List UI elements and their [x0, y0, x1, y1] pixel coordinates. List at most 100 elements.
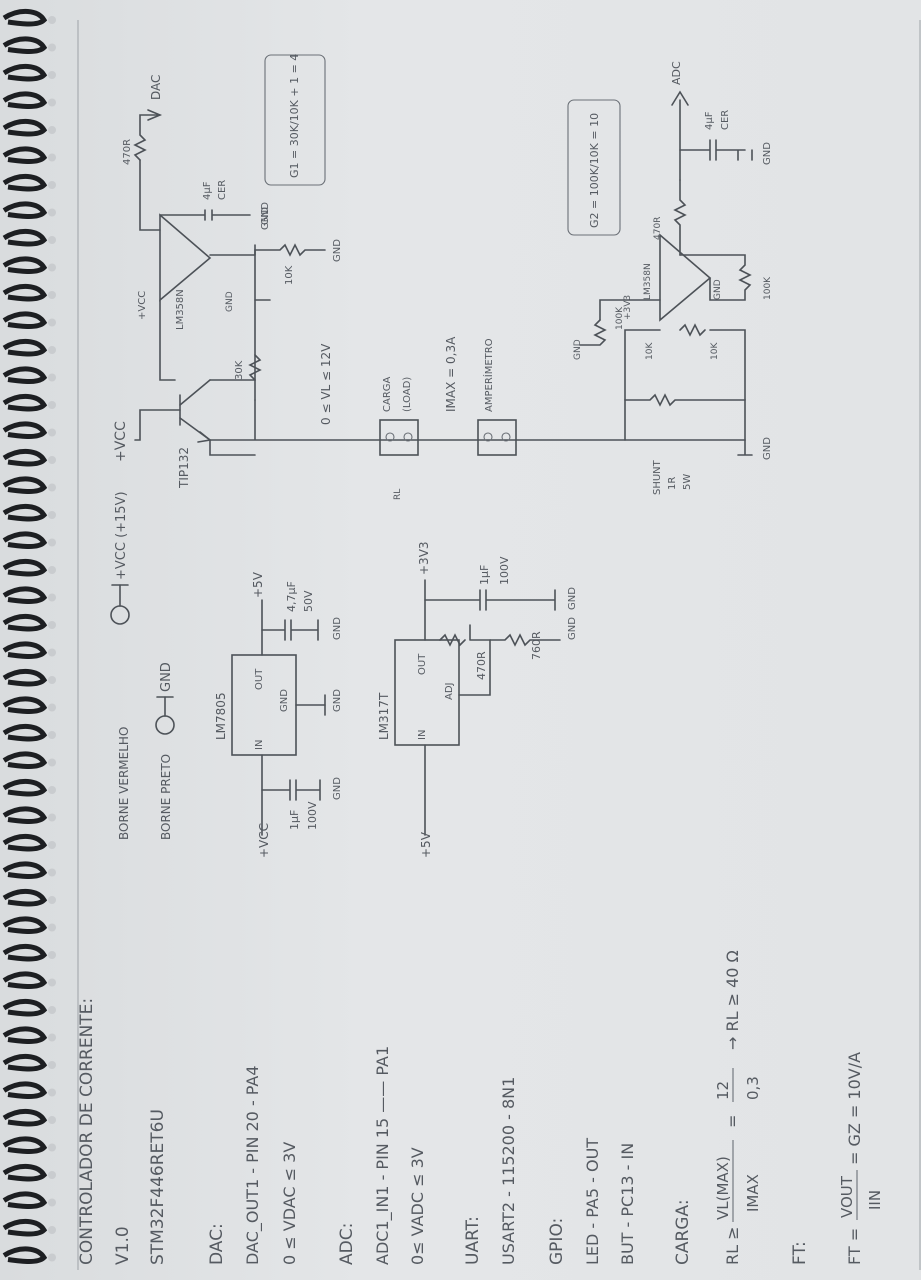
ft-lhs: FT = [845, 1228, 864, 1265]
paper-grid [77, 20, 921, 1270]
carga-numerator-2: 12 [714, 1081, 732, 1100]
punch-hole [48, 676, 56, 684]
spiral-ring [2, 174, 48, 192]
rl-label: RL [393, 489, 403, 500]
shunt-gnd: GND [762, 437, 773, 460]
lm317t-vout: +3V3 [417, 541, 431, 575]
ammeter-label: AMPERÍMETRO [482, 338, 495, 412]
spiral-ring [2, 641, 48, 659]
r-10k-a-label: 10K [645, 342, 655, 360]
adc-net: ADC [670, 61, 683, 85]
lm317t-in: IN [417, 730, 428, 740]
ft-heading: FT: [790, 1241, 810, 1265]
r-adc-label: 470R [653, 217, 663, 240]
spiral-ring [2, 1191, 48, 1209]
punch-hole [48, 841, 56, 849]
notes-title: CONTROLADOR DE CORRENTE: [77, 998, 97, 1265]
punch-hole [48, 1006, 56, 1014]
r-10k-label: 10K [284, 265, 295, 285]
borne-red-label: BORNE VERMELHO [117, 727, 131, 840]
punch-hole [48, 538, 56, 547]
r-dac-label: 470R [122, 139, 133, 165]
gnd-label-top: GND [260, 207, 271, 230]
gain-box-2 [567, 99, 621, 236]
spiral-ring [2, 834, 48, 852]
power-section: BORNE VERMELHO +VCC (+15V) BORNE PRETO G… [110, 491, 578, 858]
tip132-label: TIP132 [177, 447, 191, 489]
punch-hole [48, 1198, 56, 1207]
c-dac-value: 4µF [202, 181, 213, 200]
c-in-value: 1µF [288, 810, 301, 830]
spiral-ring [2, 119, 48, 137]
opamp-1-label: LM358N [175, 289, 186, 330]
spiral-ring [2, 669, 48, 687]
spiral-ring [2, 889, 48, 907]
carga-formula: RL ≥ VL(MAX) IMAX = 12 0,3 → RL ≥ 40 Ω [714, 950, 762, 1265]
punch-hole [48, 621, 56, 629]
r-100k-b-label: 100K [763, 276, 773, 300]
carga-lhs: RL ≥ [723, 1226, 742, 1265]
spiral-ring [2, 1219, 48, 1237]
adc-line-1: ADC1_IN1 - PIN 15 —— PA1 [373, 1046, 393, 1265]
spiral-ring [2, 614, 48, 632]
r-760-label: 760R [530, 631, 543, 660]
spiral-ring [2, 1246, 48, 1264]
carga-denominator-2: 0,3 [744, 1076, 762, 1100]
punch-hole [48, 373, 56, 382]
punch-hole [48, 153, 56, 162]
punch-hole [48, 923, 56, 932]
spiral-ring [2, 751, 48, 769]
punch-hole [48, 236, 56, 244]
ft-denominator: IIN [866, 1190, 884, 1210]
spiral-ring [2, 9, 48, 27]
r-30k-label: 30K [234, 360, 245, 380]
punch-hole [48, 43, 56, 52]
carga-equals: = [723, 1115, 742, 1128]
c-dac-type: CER [217, 180, 228, 200]
spiral-ring [2, 779, 48, 797]
punch-hole [48, 181, 56, 189]
lm317t-label: LM317T [377, 692, 391, 740]
carga-heading: CARGA: [673, 1199, 693, 1265]
shunt-value: 1R [667, 477, 678, 490]
punch-hole [48, 786, 56, 794]
punch-hole [48, 758, 56, 767]
spiral-ring [2, 1109, 48, 1127]
c-adc-value: 4µF [704, 111, 715, 130]
opamp-1-gnd: GND [225, 291, 235, 312]
spiral-ring [2, 999, 48, 1017]
ft-numerator: VOUT [838, 1175, 856, 1218]
spiral-ring [2, 91, 48, 109]
spiral-ring [2, 531, 48, 549]
spiral-ring [2, 366, 48, 384]
punch-hole [48, 896, 56, 904]
punch-hole [48, 1253, 56, 1262]
spiral-ring [2, 1164, 48, 1182]
punch-hole [48, 401, 56, 409]
punch-hole [48, 71, 56, 79]
spiral-ring [2, 64, 48, 82]
load-sub: (LOAD) [402, 377, 413, 412]
punch-hole [48, 1143, 56, 1152]
ammeter-connector [477, 419, 517, 456]
punch-hole [48, 346, 56, 354]
shunt-label: SHUNT [652, 459, 663, 495]
c-dac-gnd: GND [260, 202, 271, 225]
spiral-ring [2, 201, 48, 219]
r-760-gnd: GND [567, 617, 578, 640]
notes-section: CONTROLADOR DE CORRENTE: V1.0 STM32F446R… [77, 950, 884, 1265]
gain-box-1 [264, 54, 326, 186]
punch-hole [48, 703, 56, 712]
punch-hole [48, 1226, 56, 1234]
borne-black-label: BORNE PRETO [159, 754, 173, 840]
opamp-2-gnd: GND [713, 279, 723, 300]
c-3v3-gnd: GND [567, 587, 578, 610]
borne-red-terminal [110, 605, 130, 625]
lm7805-gnd: GND [279, 689, 290, 712]
carga-numerator: VL(MAX) [714, 1156, 732, 1220]
c-out-gnd: GND [332, 617, 343, 640]
spiral-ring [2, 394, 48, 412]
punch-hole [48, 291, 56, 299]
carga-result: → RL ≥ 40 Ω [723, 950, 742, 1050]
